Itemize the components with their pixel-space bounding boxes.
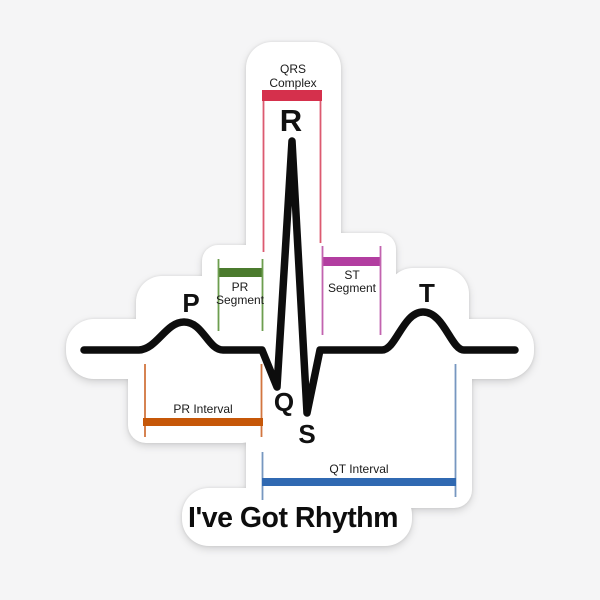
st-segment-bracket: ST Segment (321, 246, 382, 335)
pr-interval-bar (143, 418, 263, 426)
qt-interval-bar (262, 478, 456, 486)
qrs-complex-label-line1: QRS (280, 62, 306, 76)
qrs-complex-bar (262, 90, 322, 101)
pr-segment-bracket: PR Segment (216, 259, 265, 331)
qt-interval-label: QT Interval (329, 462, 388, 476)
st-segment-bar (322, 257, 381, 266)
pr-interval-bracket: PR Interval (143, 364, 263, 437)
st-segment-label-line2: Segment (328, 281, 377, 295)
pr-segment-label-line1: PR (232, 280, 249, 294)
pr-segment-bar (218, 268, 263, 277)
s-wave-label: S (298, 419, 315, 449)
q-wave-label: Q (274, 387, 294, 417)
qt-interval-bracket: QT Interval (261, 364, 457, 500)
qrs-complex-label-line2: Complex (269, 76, 316, 90)
p-wave-label: P (182, 288, 199, 318)
ecg-waveform-trace (80, 137, 519, 417)
st-segment-label-line1: ST (344, 268, 360, 282)
qrs-complex-bracket: QRS Complex (262, 62, 322, 252)
sticker-blob-title (182, 488, 412, 546)
sticker-blob-pr-interval (128, 350, 260, 443)
pr-interval-label: PR Interval (173, 402, 232, 416)
pr-segment-label-line2: Segment (216, 293, 265, 307)
ecg-diagram: QRS Complex PR Segment ST Segment (80, 62, 519, 534)
r-wave-label: R (280, 103, 302, 138)
t-wave-label: T (419, 278, 435, 308)
sticker-title: I've Got Rhythm (188, 502, 398, 534)
